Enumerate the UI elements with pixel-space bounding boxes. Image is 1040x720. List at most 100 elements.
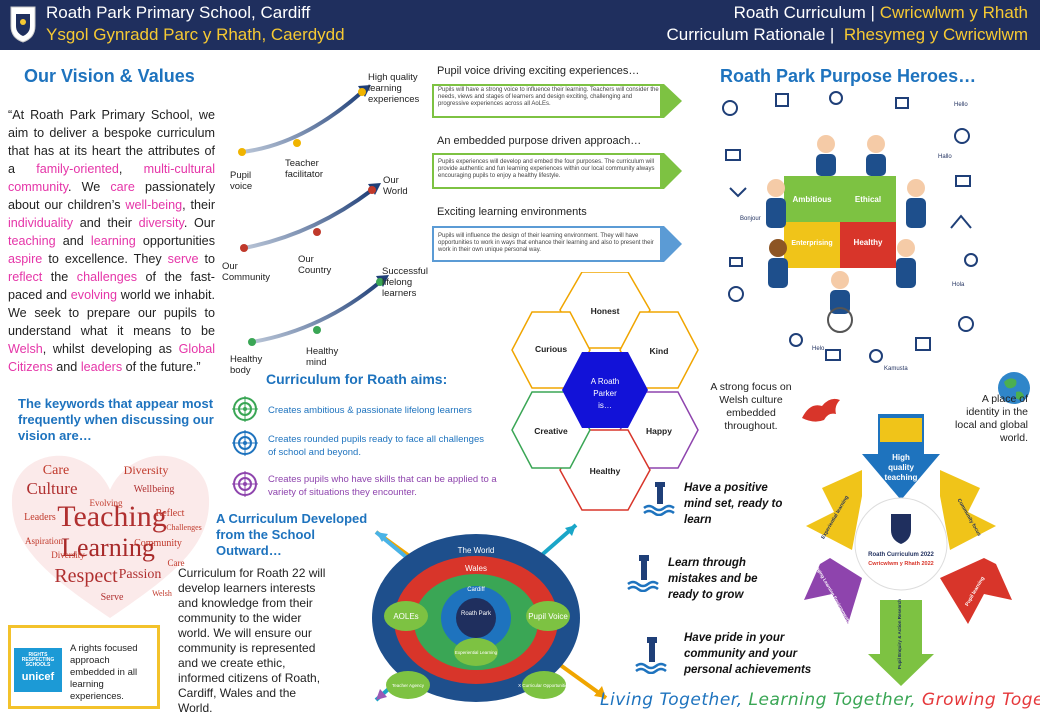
hex-kind-label: Kind	[650, 346, 669, 356]
curriculum-title-welsh: Cwricwlwm y Rhath	[879, 3, 1028, 22]
cloud-word: Welsh	[152, 589, 172, 598]
globe-icon	[998, 372, 1030, 404]
cloud-word: Passion	[119, 567, 162, 582]
rationale-title: Curriculum Rationale | Rhesymeg y Cwricw…	[666, 25, 1028, 45]
step-3-end: Successful lifelong learners	[382, 266, 428, 299]
purpose-heroes-illustration: Ambitious Ethical Enterprising Healthy H…	[722, 91, 978, 372]
tagline: Living Together, Learning Together, Grow…	[600, 690, 1040, 710]
vision-text-segment: the	[42, 270, 77, 284]
mindset-1: Have a positive mind set, ready to learn	[684, 482, 783, 526]
vision-text-segment: of the future.”	[122, 360, 201, 374]
puzzle-ethical: Ethical	[855, 195, 881, 204]
wheel-segment-environments	[804, 558, 862, 624]
vision-text-segment: world we inhabit. We seek to prepare our…	[8, 288, 215, 338]
curriculum-title-english: Roath Curriculum |	[733, 3, 875, 22]
circle-centre-label: Roath Park	[461, 611, 492, 617]
vision-text-segment: . We	[67, 180, 111, 194]
cloud-word: Diversity	[124, 463, 169, 477]
vision-keyword: family-oriented	[36, 162, 119, 176]
wheel-top-label-3: teaching	[885, 473, 918, 482]
step-3-start: Healthy body	[230, 354, 263, 376]
box-2-title: An embedded purpose driven approach…	[437, 135, 642, 147]
step-1-start: Pupil voice	[230, 170, 253, 192]
cloud-word: Community	[134, 538, 182, 549]
step-1-mid: Teacher facilitator	[285, 158, 324, 180]
tagline-part: Growing Together	[921, 690, 1040, 710]
greeting-bonjour: Bonjour	[740, 216, 761, 222]
badge-line-3: SCHOOLS	[25, 662, 51, 668]
vision-text-segment: opportunities	[135, 234, 215, 248]
curriculum-title: Roath Curriculum | Cwricwlwm y Rhath	[734, 3, 1028, 23]
step-2-end: Our World	[383, 175, 408, 197]
developed-title: A Curriculum Developed from the School O…	[216, 511, 368, 558]
tagline-part: Learning Together,	[748, 690, 922, 710]
vision-keyword: care	[110, 180, 135, 194]
box-1-title: Pupil voice driving exciting experiences…	[437, 65, 640, 77]
circle-pupil-voice-label: Pupil Voice	[528, 612, 568, 621]
vision-text-segment: . Our	[183, 216, 215, 230]
puzzle-ambitious: Ambitious	[792, 195, 832, 204]
vision-keyword: reflect	[8, 270, 43, 284]
wheel-top-label-2: quality	[888, 463, 914, 472]
vision-text-segment: to excellence. They	[42, 252, 168, 266]
heart-shape	[11, 455, 210, 618]
step-2-start: Our Community	[222, 261, 271, 283]
hex-centre	[562, 352, 648, 428]
circle-teacher-agency-label: Teacher Agency	[392, 683, 425, 688]
lighthouse-icon-2	[627, 555, 659, 592]
vision-text-segment: and	[55, 234, 91, 248]
greeting-hello: Hello	[954, 102, 968, 108]
greeting-hallo: Hallo	[938, 154, 952, 160]
wheel-segment-enquiry	[868, 600, 934, 686]
vision-keyword: Global Citizens	[8, 342, 215, 374]
box-1-arrow	[432, 84, 682, 118]
school-name-english: Roath Park Primary School, Cardiff	[46, 3, 311, 22]
vision-statement: “At Roath Park Primary School, we aim to…	[8, 106, 215, 376]
step-3-mid: Healthy mind	[306, 346, 339, 368]
cloud-word: Culture	[27, 479, 78, 498]
hex-honest-label: Honest	[591, 306, 620, 316]
wheel-centre-sub: Cwricwlwm y Rhath 2022	[868, 561, 933, 567]
hex-kind	[619, 311, 699, 389]
cloud-word: Diversity	[51, 550, 85, 560]
box-1-text: Pupils will have a strong voice to influ…	[438, 87, 659, 107]
wheel-top-label-1: High	[892, 453, 910, 462]
header-bar: Roath Park Primary School, Cardiff Ysgol…	[0, 0, 1040, 50]
circle-world-label: The World	[458, 546, 495, 555]
heroes-title: Roath Park Purpose Heroes…	[720, 66, 977, 86]
hex-centre-line2: Parker	[593, 389, 617, 398]
hex-curious-label: Curious	[535, 344, 567, 354]
circle-experiential-label: Experiential Learning	[455, 650, 498, 655]
cloud-word: Teaching	[57, 500, 167, 533]
vision-keyword: challenges	[76, 270, 138, 284]
aim-2: Creates rounded pupils ready to face all…	[268, 434, 484, 458]
hex-creative-label: Creative	[534, 426, 568, 436]
aim-3: Creates pupils who have skills that can …	[268, 474, 497, 498]
vision-keyword: serve	[167, 252, 199, 266]
cloud-word: Respect	[54, 565, 118, 587]
developed-text: Curriculum for Roath 22 will develop lea…	[178, 566, 326, 715]
vision-title: Our Vision & Values	[24, 66, 195, 86]
circle-aoles-label: AOLEs	[393, 612, 418, 621]
aims-title: Curriculum for Roath aims:	[266, 371, 448, 387]
progression-arrows	[238, 85, 389, 346]
wheel-centre-title: Roath Curriculum 2022	[868, 552, 934, 558]
hex-centre-line3: is…	[598, 401, 612, 410]
cloud-word: Learning	[61, 533, 155, 562]
vision-keyword: evolving	[70, 288, 117, 302]
vision-text-segment: passionately about our children’s	[8, 180, 215, 212]
vision-text-segment: ,	[118, 162, 144, 176]
vision-keyword: learning	[90, 234, 136, 248]
wheel-enquiry-label: Pupil Enquiry & Action Research	[897, 599, 902, 669]
school-name-welsh: Ysgol Gynradd Parc y Rhath, Caerdydd	[46, 25, 345, 44]
wheel-segment-community	[940, 470, 996, 550]
target-icon-blue	[232, 430, 258, 456]
target-icon-purple	[232, 471, 258, 497]
step-1-end: High quality learning experiences	[368, 72, 420, 105]
vision-text-segment: and	[52, 360, 81, 374]
cloud-word: Leaders	[24, 512, 56, 523]
vision-keyword: leaders	[80, 360, 123, 374]
hex-healthy-label: Healthy	[590, 466, 621, 476]
rationale-title-welsh: Rhesymeg y Cwricwlwm	[843, 25, 1028, 44]
